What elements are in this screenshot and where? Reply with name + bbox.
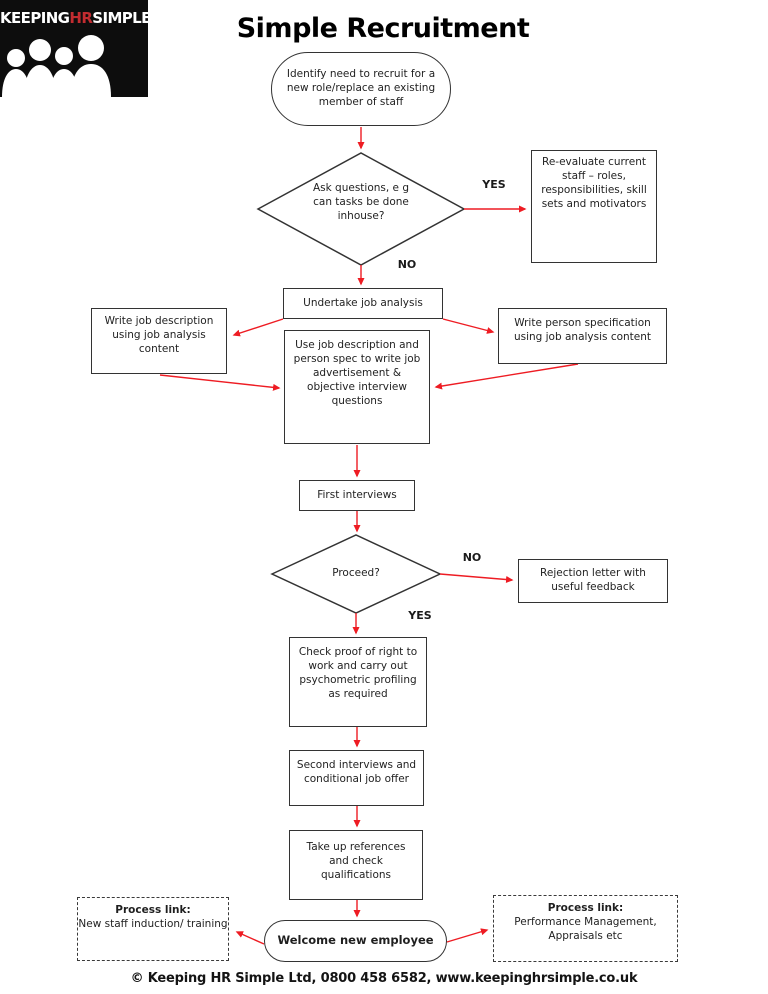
arrow-welcome-to-performance [446, 928, 489, 943]
node-first-interviews: First interviews [299, 480, 415, 511]
node-rejection-letter: Rejection letter with useful feedback [518, 559, 668, 603]
node-ask-questions-label: Ask questions, e g can tasks be done inh… [312, 182, 410, 222]
node-process-link-performance: Process link: Performance Management, Ap… [493, 895, 678, 962]
node-second-interviews: Second interviews and conditional job of… [289, 750, 424, 806]
arrow-no-to-rejection [439, 573, 514, 583]
node-proceed-label: Proceed? [332, 567, 380, 579]
node-re-evaluate: Re-evaluate current staff – roles, respo… [531, 150, 657, 263]
process-link-heading: Process link: [547, 902, 624, 914]
edge-label-no-2: NO [462, 551, 482, 564]
edge-label-yes-1: YES [482, 178, 506, 191]
arrow-personspec-to-use [434, 363, 579, 390]
arrow-jobdesc-to-use [159, 374, 281, 391]
node-welcome-new-employee: Welcome new employee [264, 920, 447, 962]
arrow-welcome-to-induction [235, 931, 265, 945]
node-write-person-spec: Write person specification using job ana… [498, 308, 667, 364]
node-start: Identify need to recruit for a new role/… [271, 52, 451, 126]
logo-hr-accent: HR [69, 9, 93, 27]
arrow-undertake-to-personspec [442, 318, 495, 334]
logo-wordmark: KEEPINGHRSIMPLE [0, 9, 148, 27]
node-check-proof: Check proof of right to work and carry o… [289, 637, 427, 727]
edge-label-no-1: NO [397, 258, 417, 271]
people-silhouettes-icon [2, 35, 111, 97]
node-write-job-description: Write job description using job analysis… [91, 308, 227, 374]
node-take-up-references: Take up references and check qualificati… [289, 830, 423, 900]
copyright-footer: © Keeping HR Simple Ltd, 0800 458 6582, … [130, 971, 638, 986]
arrow-undertake-to-jobdesc [232, 318, 284, 337]
process-link-heading: Process link: [115, 904, 191, 916]
page-title: Simple Recruitment [236, 13, 530, 44]
edge-label-yes-2: YES [408, 609, 432, 622]
node-process-link-induction: Process link: New staff induction/ train… [77, 897, 229, 961]
node-use-jd-ps: Use job description and person spec to w… [284, 330, 430, 444]
node-undertake-job-analysis: Undertake job analysis [283, 288, 443, 319]
keeping-hr-simple-logo: KEEPINGHRSIMPLE [0, 0, 148, 97]
